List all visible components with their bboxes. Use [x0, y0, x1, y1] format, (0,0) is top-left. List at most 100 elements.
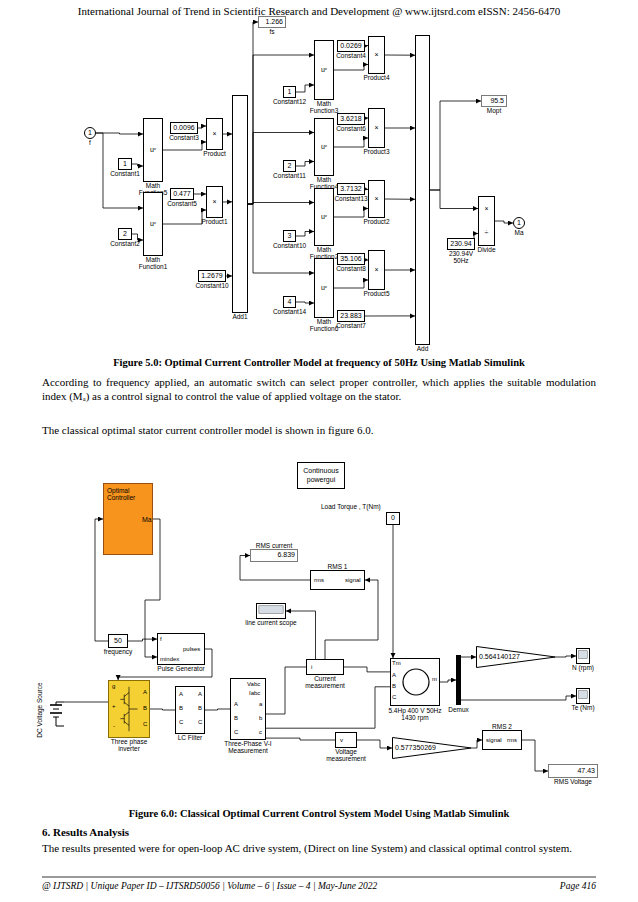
constant-block: 1Constant12 [283, 86, 296, 98]
body-text: According to frequency applied, an autom… [42, 375, 596, 403]
signal-line [266, 667, 306, 714]
port-label: v [340, 737, 343, 744]
port-label: pulses [183, 646, 200, 653]
signal-line [194, 194, 206, 195]
figure-caption: Figure 6.0: Classical Optimal Current Co… [0, 808, 638, 819]
signal-line [296, 85, 314, 92]
block-name: Divide [477, 246, 495, 253]
body-text: The classical optimal stator current con… [42, 423, 596, 437]
constant-block: 35.106Constant8 [337, 253, 365, 265]
signal-line [128, 639, 157, 641]
block-value: 2 [123, 230, 127, 238]
port-label: a [259, 701, 262, 708]
constant-block: 2Constant11 [283, 160, 296, 172]
block-name: Te (Nm) [571, 704, 594, 711]
signal-line [440, 680, 456, 682]
block-name: Constant14 [273, 308, 306, 315]
block-name: DC Voltage Source [36, 682, 43, 737]
signal-line [325, 580, 378, 659]
math-function-block: uᵛMath Function5 [143, 118, 163, 182]
port-label: signal [345, 577, 361, 584]
constant-block: 23.883Constant7 [337, 310, 365, 322]
block-value: 0.577350269 [395, 744, 436, 752]
port-label: b [259, 715, 262, 722]
block-name: Constant1 [110, 170, 140, 177]
inverter-block: g+-ABCThree phase inverter [108, 680, 150, 738]
signal-line [64, 702, 108, 703]
math-function-block: uᵛMath Function2 [314, 188, 334, 246]
constant-block: 0.477Constant5 [170, 188, 194, 200]
block-name: f [89, 139, 91, 146]
constant-block: 3.7132Constant13 [337, 183, 365, 195]
signal-line [334, 209, 368, 218]
constant-block: 230.94230.94V 50Hz [447, 238, 475, 250]
display-block: 47.43RMS Voltage [548, 764, 598, 778]
dc-source-symbol: DC Voltage Source [48, 690, 64, 730]
port-label: A [143, 689, 147, 696]
signal-line [393, 525, 394, 658]
block-name: Product [203, 150, 225, 157]
block-name: Optimal Controller [107, 487, 141, 502]
port-label: rms [507, 737, 517, 744]
port-label: B [392, 683, 396, 690]
port-label: C [234, 729, 238, 736]
port-label: A [198, 691, 202, 698]
port-label: A [234, 701, 238, 708]
block-value: × [374, 51, 378, 59]
block-value: 0.0269 [340, 42, 361, 50]
sum-block: Add [415, 35, 430, 345]
gain-block: 0.577350269 [392, 737, 472, 759]
math-function-block: uᵛMath Function3 [314, 40, 334, 100]
signal-line [266, 738, 335, 740]
signal-line [132, 234, 143, 240]
signal-line [296, 232, 314, 237]
divide-block: ×÷Divide [478, 196, 495, 246]
block-name: Three phase inverter [105, 738, 153, 753]
sum-block: Add1 [232, 95, 248, 313]
block-value: × [484, 205, 488, 213]
port-label: C [179, 719, 183, 726]
block-name: Constant10 [273, 242, 306, 249]
block-value: 0.477 [173, 190, 191, 198]
port-label: - [113, 723, 115, 730]
signal-line [198, 126, 206, 128]
scope-block: N (rpm) [576, 648, 590, 664]
block-value: 95.5 [490, 97, 504, 105]
port-label: g [112, 683, 115, 690]
signal-line [223, 201, 232, 202]
port-label: f [160, 636, 162, 643]
block-value: × [374, 124, 378, 132]
signal-line [556, 656, 576, 657]
math-function-block: uᵛMath Function6 [314, 258, 334, 318]
block-name: Constant5 [167, 200, 197, 207]
signal-line [266, 687, 390, 728]
signal-line [522, 740, 548, 771]
block-name: Constant10 [195, 282, 228, 289]
scope-block: line current scope [256, 603, 286, 619]
signal-line [132, 164, 143, 166]
display-block: 6.839RMS current [250, 549, 298, 562]
block-name: line current scope [245, 619, 296, 626]
block-name: RMS 2 [492, 723, 512, 730]
signal-line [334, 280, 368, 288]
signal-line [461, 657, 476, 658]
block-name: Constant8 [336, 265, 366, 272]
signal-line [248, 204, 314, 273]
block-name: Add1 [232, 313, 247, 320]
scope-screen [577, 649, 589, 663]
block-value: 4 [288, 298, 292, 306]
product-block: ×Product3 [368, 108, 385, 148]
block-value: 35.106 [340, 255, 361, 263]
block-name: Demux [448, 706, 469, 713]
measurement-block: VabcIabcABCabcThree-Phase V-I Measuremen… [230, 678, 266, 740]
block-name: Math Function3 [308, 100, 340, 115]
block-value: uᵛ [150, 146, 156, 154]
constant-block: 3Constant10 [283, 230, 296, 242]
block-value: uᵛ [321, 143, 327, 151]
block-value: 6.839 [277, 551, 295, 559]
footer-rule [42, 877, 596, 878]
block-name: Add [417, 345, 429, 352]
block-value: 3.7132 [340, 185, 361, 193]
math-function-block: uᵛMath Function1 [143, 192, 163, 256]
